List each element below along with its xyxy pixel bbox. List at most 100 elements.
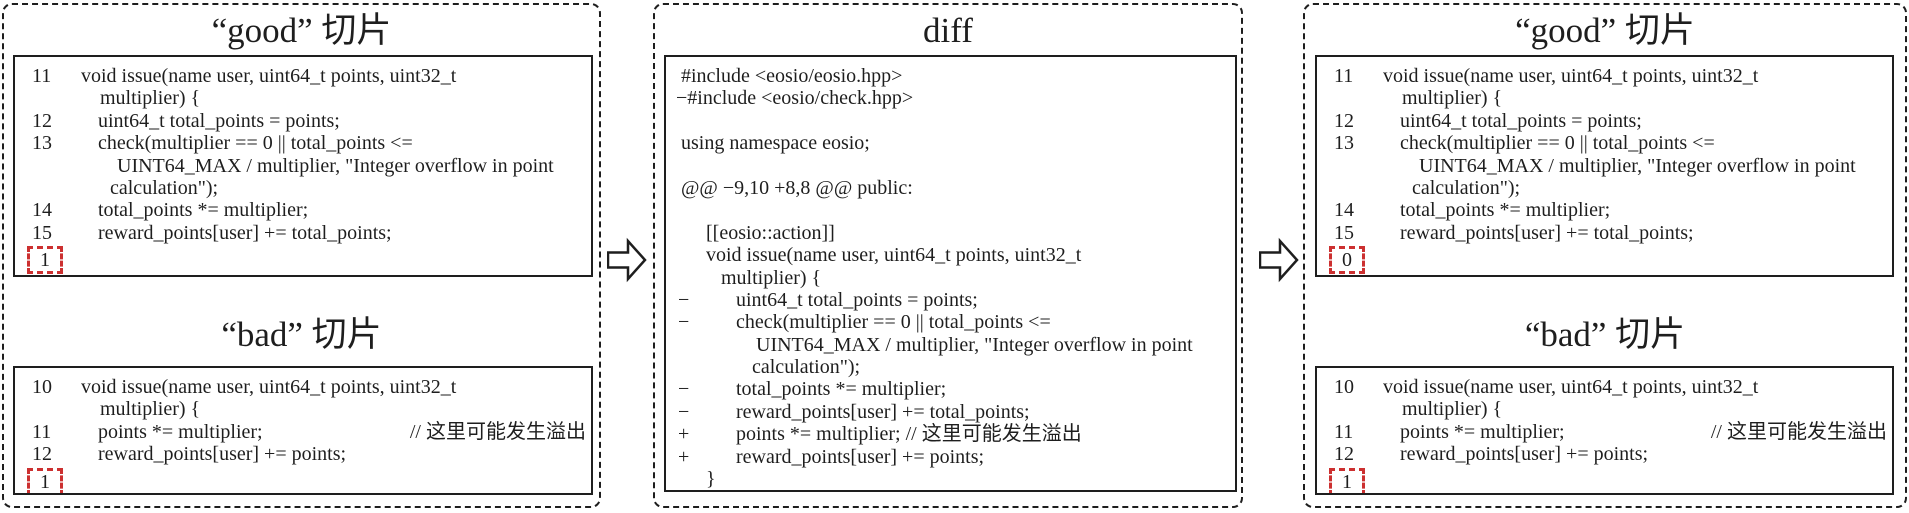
line-number: 11 — [32, 65, 52, 87]
bad-slice-codebox: 10 void issue(name user, uint64_t points,… — [13, 366, 593, 495]
code-text: uint64_t total_points = points; — [98, 109, 340, 132]
line-number: 11 — [1334, 65, 1354, 87]
code-text: void issue(name user, uint64_t points, u… — [1383, 65, 1759, 87]
slice-code-line: UINT64_MAX / multiplier, "Integer overfl… — [1317, 155, 1892, 177]
code-text: [[eosio::action]] — [706, 221, 835, 244]
code-text: check(multiplier == 0 || total_points <= — [1400, 132, 1715, 155]
code-text: reward_points[user] += points; — [736, 445, 985, 468]
diff-code-line: − check(multiplier == 0 || total_points <… — [666, 311, 1235, 333]
line-number: 11 — [1334, 420, 1354, 443]
code-text: uint64_t total_points = points; — [736, 288, 978, 311]
code-text: multiplier) { — [100, 87, 201, 110]
diff-code-line: −reward_points[user] += total_points; — [666, 401, 1235, 423]
diff-code-line: − uint64_t total_points = points; — [666, 289, 1235, 311]
code-text: points *= multiplier; — [98, 420, 263, 443]
slice-code-line: 12 reward_points[user] += points; — [15, 443, 591, 465]
slice-code-line: 15 reward_points[user] += total_points; — [15, 222, 591, 244]
code-text: #include <eosio/eosio.hpp> — [681, 65, 903, 87]
diff-marker: − — [678, 288, 690, 311]
slice-code-line: multiplier) { — [15, 398, 591, 420]
slice-code-line: UINT64_MAX / multiplier, "Integer overfl… — [15, 155, 591, 177]
diff-code-line: + reward_points[user] += points; — [666, 446, 1235, 468]
diff-marker: − — [678, 378, 690, 401]
line-number: 13 — [1334, 132, 1354, 155]
line-number: 12 — [1334, 443, 1354, 466]
slice-code-line: calculation"); — [15, 177, 591, 199]
code-text: void issue(name user, uint64_t points, u… — [81, 65, 457, 87]
line-number: 13 — [32, 132, 52, 155]
code-text: check(multiplier == 0 || total_points <= — [98, 132, 413, 155]
diff-code-line: + points *= multiplier; // 这里可能发生溢出 — [666, 423, 1235, 445]
code-text: multiplier) { — [1402, 87, 1503, 110]
diff-code-line: UINT64_MAX / multiplier, "Integer overfl… — [666, 334, 1235, 356]
diff-marker: + — [678, 423, 690, 446]
diff-code-line: calculation"); — [666, 356, 1235, 378]
code-text: multiplier) { — [1402, 398, 1503, 421]
code-text: multiplier) { — [100, 398, 201, 421]
code-text: calculation"); — [1412, 176, 1521, 199]
inline-comment: // 这里可能发生溢出 — [409, 420, 586, 443]
line-number: 12 — [32, 443, 52, 466]
code-text: −#include <eosio/check.hpp> — [676, 87, 914, 110]
bad-slice-title: “bad” 切片 — [1524, 315, 1686, 354]
code-text: calculation"); — [752, 356, 861, 379]
code-text: UINT64_MAX / multiplier, "Integer overfl… — [756, 333, 1193, 356]
code-text: calculation"); — [110, 176, 219, 199]
diff-codebox: #include <eosio/eosio.hpp>−#include <eos… — [664, 55, 1237, 492]
slice-code-line: 11 points *= multiplier; // 这里可能发生溢出 — [15, 421, 591, 443]
diff-code-line: void issue(name user, uint64_t points, u… — [666, 244, 1235, 266]
line-number: 10 — [32, 376, 52, 398]
code-text: reward_points[user] += total_points; — [98, 221, 392, 244]
diff-code-line: @@ −9,10 +8,8 @@ public: — [666, 177, 1235, 199]
code-text: total_points *= multiplier; — [736, 378, 947, 401]
diff-code-line — [666, 155, 1235, 177]
code-text: } — [706, 468, 716, 491]
code-text: void issue(name user, uint64_t points, u… — [706, 244, 1082, 267]
code-text: points *= multiplier; — [1400, 420, 1565, 443]
flow-right-arrow-icon — [1259, 237, 1299, 283]
good-slice-codebox: 11 void issue(name user, uint64_t points,… — [13, 55, 593, 277]
slice-code-line: multiplier) { — [1317, 398, 1892, 420]
code-text: check(multiplier == 0 || total_points <= — [736, 311, 1051, 334]
slice-code-line: 14 total_points *= multiplier; — [15, 199, 591, 221]
diff-code-line: #include <eosio/eosio.hpp> — [666, 65, 1235, 87]
good-slice-codebox: 11 void issue(name user, uint64_t points,… — [1315, 55, 1894, 277]
diff-code-line: } — [666, 468, 1235, 490]
diff-marker: − — [678, 311, 690, 334]
slice-code-line: 13 check(multiplier == 0 || total_points … — [1317, 132, 1892, 154]
slice-code-line: 10 void issue(name user, uint64_t points,… — [15, 376, 591, 398]
line-number: 14 — [32, 199, 52, 222]
slice-code-line: 11 void issue(name user, uint64_t points,… — [15, 65, 591, 87]
code-text: @@ −9,10 +8,8 @@ public: — [681, 176, 913, 199]
code-text: void issue(name user, uint64_t points, u… — [81, 376, 457, 398]
slice-label-badge: 1 — [1329, 467, 1365, 493]
diff-marker: + — [678, 445, 690, 468]
diff-code-line — [666, 110, 1235, 132]
code-text: reward_points[user] += total_points; — [736, 400, 1030, 423]
code-text: reward_points[user] += points; — [98, 443, 347, 466]
good-slice-title: “good” 切片 — [211, 11, 392, 50]
diff-title: diff — [923, 11, 973, 50]
line-number: 11 — [32, 420, 52, 443]
diff-code-line: multiplier) { — [666, 267, 1235, 289]
line-number: 15 — [32, 221, 52, 244]
code-text: points *= multiplier; // 这里可能发生溢出 — [736, 423, 1082, 446]
panel-diff: diff #include <eosio/eosio.hpp>−#include… — [653, 3, 1243, 508]
code-text: uint64_t total_points = points; — [1400, 109, 1642, 132]
code-text: total_points *= multiplier; — [1400, 199, 1611, 222]
line-number: 15 — [1334, 221, 1354, 244]
code-text: total_points *= multiplier; — [98, 199, 309, 222]
code-text: multiplier) { — [721, 266, 822, 289]
line-number: 10 — [1334, 376, 1354, 398]
line-number: 12 — [32, 109, 52, 132]
diff-code-line: using namespace eosio; — [666, 132, 1235, 154]
diff-code-line: −#include <eosio/check.hpp> — [666, 87, 1235, 109]
panel-left-slices: “good” 切片 11 void issue(name user, uint64… — [2, 3, 601, 508]
slice-code-line: calculation"); — [1317, 177, 1892, 199]
line-number: 14 — [1334, 199, 1354, 222]
